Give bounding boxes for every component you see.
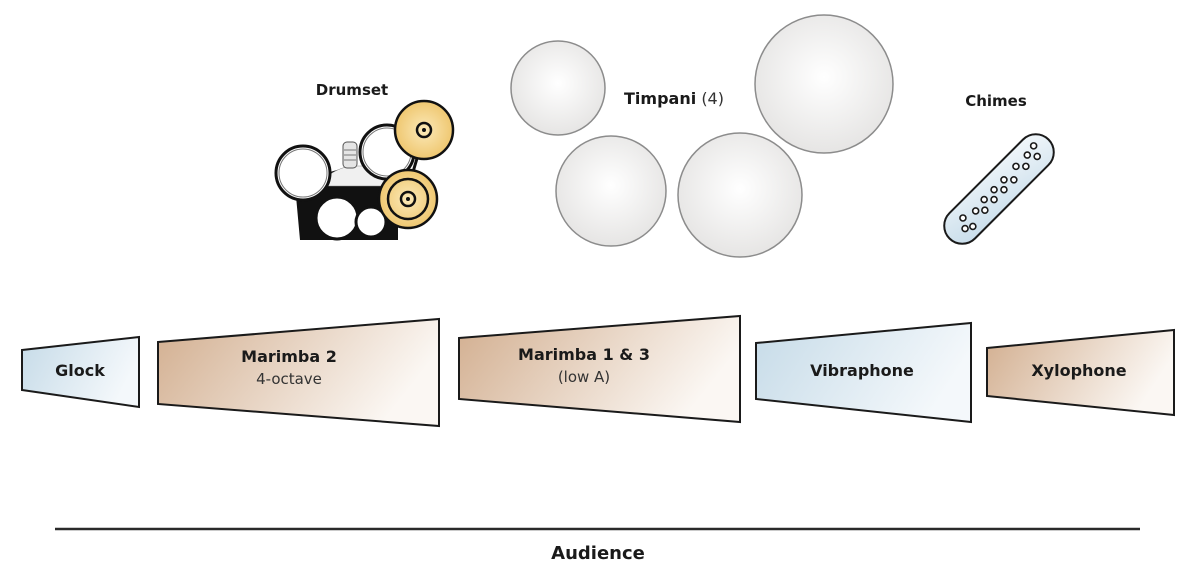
- chimes: Chimes: [943, 92, 1055, 245]
- timpani-drum-2: [555, 135, 667, 247]
- mallet-sublabel: 4-octave: [256, 370, 322, 388]
- mallet-marimba-1-3: Marimba 1 & 3 (low A): [458, 314, 741, 424]
- mallet-xylophone: Xylophone: [986, 328, 1175, 417]
- timpani: Timpani (4): [510, 14, 894, 258]
- timpani-label: Timpani: [624, 89, 696, 108]
- mallet-label: Marimba 1 & 3: [518, 345, 650, 364]
- drumset-icon: [274, 99, 455, 241]
- floor-tom-icon: [314, 195, 360, 241]
- tom-left-icon: [274, 144, 332, 202]
- chimes-label: Chimes: [965, 92, 1027, 110]
- timpani-label-group: Timpani (4): [624, 89, 724, 108]
- mallet-label: Vibraphone: [810, 361, 914, 380]
- mallet-row: Glock Marimba 2 4-octave Marimba 1 & 3 (…: [21, 314, 1175, 428]
- mallet-marimba-2: Marimba 2 4-octave: [157, 317, 440, 428]
- chimes-icon: [943, 133, 1055, 245]
- timpani-drum-4: [754, 14, 894, 154]
- mallet-vibraphone: Vibraphone: [755, 321, 972, 424]
- drumset: Drumset: [274, 81, 455, 241]
- mallet-sublabel: (low A): [558, 368, 610, 386]
- timpani-drum-1: [510, 40, 606, 136]
- mallet-label: Marimba 2: [241, 347, 337, 366]
- audience-label: Audience: [551, 543, 645, 564]
- mallet-label: Glock: [55, 361, 105, 380]
- snare-icon: [354, 205, 388, 239]
- timpani-drum-3: [677, 132, 803, 258]
- drumset-label: Drumset: [316, 81, 388, 99]
- chime-tubes: [959, 142, 1041, 233]
- mallet-glock: Glock: [21, 335, 140, 409]
- timpani-count: (4): [701, 89, 724, 108]
- mallet-label: Xylophone: [1031, 361, 1126, 380]
